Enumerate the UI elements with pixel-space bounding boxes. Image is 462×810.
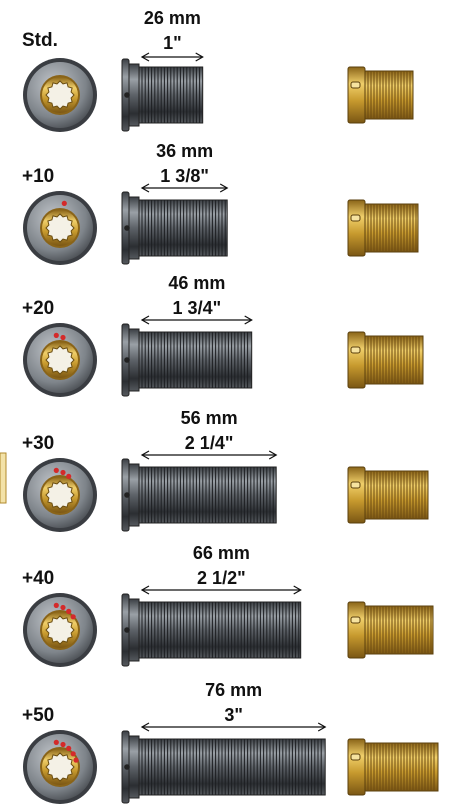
brass-slot [350,753,361,761]
spacer-row-1 [23,183,419,265]
length-inch: 1 3/4" [172,298,222,318]
marker-dot [60,469,66,476]
spacer-row-5 [23,722,439,804]
spacer-row-2 [23,315,424,397]
set-hole [124,492,130,498]
arrow-right [244,315,253,325]
arrow-left [140,315,150,325]
marker-dot [70,614,76,620]
set-hole [124,764,130,770]
brass-slot [350,81,361,89]
size-label: +40 [22,568,55,589]
brass-hex-head [347,199,366,257]
arrow-right [317,722,327,732]
spline-hole [45,752,75,782]
length-mm: 56 mm [180,408,238,428]
threaded-body [138,601,302,659]
hex-collar [128,735,140,799]
spline-hole [45,480,75,510]
length-inch: 2 1/4" [184,433,234,453]
brass-thread-body [364,605,434,655]
marker-dot [60,604,66,611]
hex-collar [128,63,140,127]
marker-dot [66,473,72,479]
size-label: +20 [22,298,55,319]
set-hole [124,225,130,231]
marker-dot [61,200,67,206]
size-label: Std. [22,30,58,51]
length-mm: 26 mm [143,8,201,28]
brass-slot [350,616,361,624]
length-mm: 36 mm [156,141,214,161]
brass-hex-head [347,466,366,524]
arrow-right [268,450,278,460]
length-inch: 2 1/2" [197,568,246,588]
arrow-left [140,52,150,62]
size-label: +50 [22,705,55,726]
marker-dot [60,334,66,341]
length-inch: 1 3/8" [160,166,209,186]
marker-dot [70,751,76,757]
brass-hex-head [347,66,366,124]
arrow-left [140,722,150,732]
marker-dot [66,745,72,752]
spline-hole [45,213,75,243]
brass-slot [350,214,361,222]
spacer-row-4 [23,585,434,667]
set-hole [124,357,130,363]
brass-hex-head [347,601,366,659]
length-inch: 3" [224,705,243,725]
hex-collar [128,328,140,392]
hex-collar [128,196,140,260]
size-label: +30 [22,433,55,454]
brass-slot [350,346,361,354]
brass-slot [350,481,361,489]
spline-hole [45,80,75,110]
spline-hole [45,345,75,375]
spacer-row-0 [23,52,414,132]
marker-dot [53,332,59,338]
spacer-row-3 [23,450,429,532]
brass-hex-head [347,738,366,796]
arrow-right [195,52,204,62]
brass-hex-head [347,331,366,389]
marker-dot [60,741,66,748]
set-hole [124,92,130,98]
arrow-left [140,585,150,595]
length-mm: 46 mm [168,273,226,293]
marker-dot [53,467,59,473]
length-mm: 66 mm [192,543,250,563]
brass-fragment [0,452,7,504]
spline-hole [45,615,75,645]
arrow-right [219,183,229,193]
arrow-left [140,183,150,193]
marker-dot [53,739,59,746]
marker-dot [53,602,59,609]
brass-thread-body [364,470,429,520]
hex-collar [128,598,140,662]
threaded-body [138,466,277,524]
hex-collar [128,463,140,527]
size-label: +10 [22,166,55,187]
set-hole [124,627,130,633]
marker-dot [66,608,72,615]
length-inch: 1" [163,33,182,53]
arrow-left [140,450,150,460]
length-mm: 76 mm [205,680,263,700]
arrow-right [293,585,302,595]
marker-dot [73,757,79,763]
